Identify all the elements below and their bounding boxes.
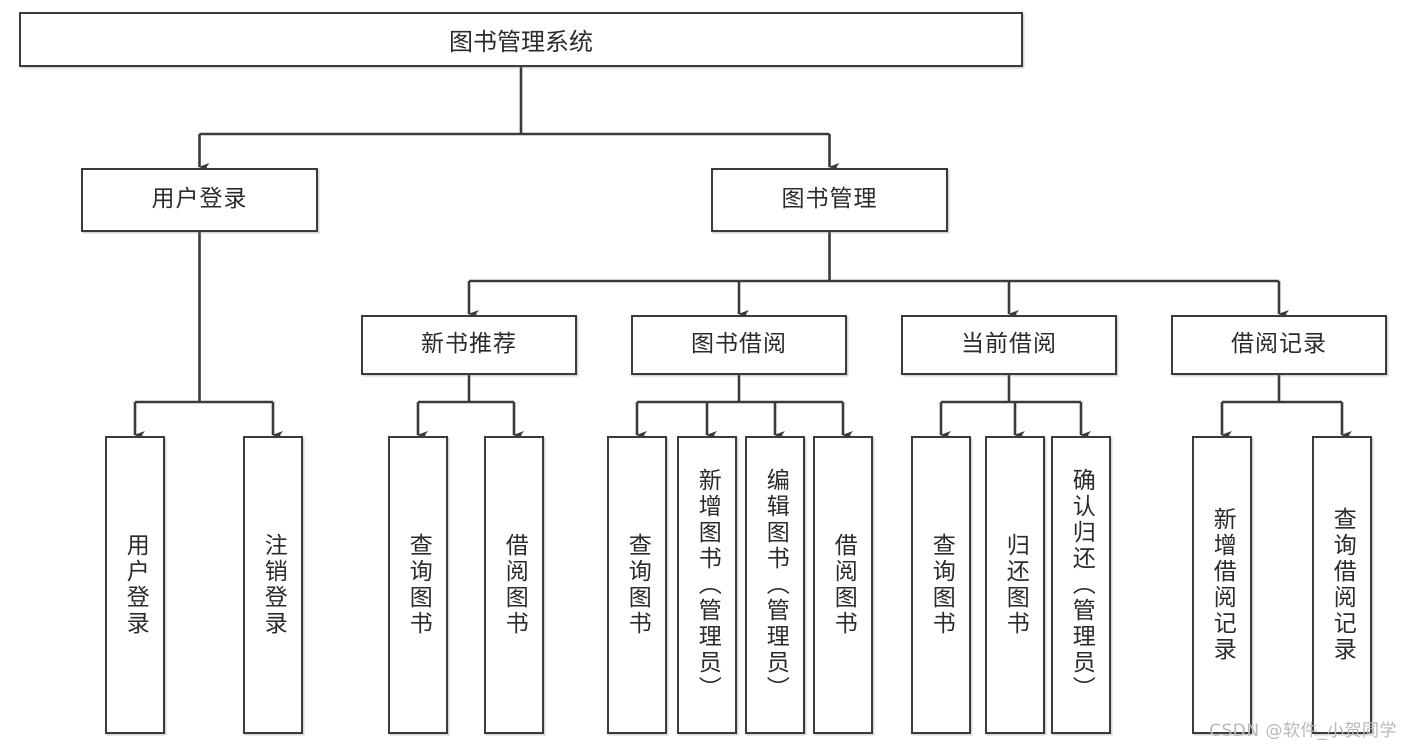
node-label: 图书管理系统 — [449, 28, 593, 56]
node-label: 图书管理 — [781, 186, 878, 213]
leaf-query-book-borrow[interactable]: 查询图书 — [607, 436, 667, 734]
node-current-borrow[interactable]: 当前借阅 — [901, 315, 1117, 375]
leaf-borrow-book[interactable]: 借阅图书 — [813, 436, 873, 734]
leaf-query-book-current[interactable]: 查询图书 — [911, 436, 971, 734]
node-user-login[interactable]: 用户登录 — [81, 168, 318, 232]
node-borrow-record[interactable]: 借阅记录 — [1171, 315, 1387, 375]
node-label: 新增图书（管理员） — [694, 468, 721, 702]
node-label: 查询图书 — [624, 533, 651, 637]
node-label: 注销登录 — [260, 533, 287, 637]
node-label: 借阅图书 — [830, 533, 857, 637]
node-label: 查询图书 — [405, 533, 432, 637]
leaf-add-book-admin[interactable]: 新增图书（管理员） — [677, 436, 737, 734]
leaf-return-book[interactable]: 归还图书 — [985, 436, 1045, 734]
node-label: 用户登录 — [122, 533, 149, 637]
node-label: 借阅记录 — [1231, 331, 1327, 358]
leaf-borrow-book-rec[interactable]: 借阅图书 — [484, 436, 544, 734]
node-label: 编辑图书（管理员） — [762, 468, 789, 702]
leaf-add-borrow-record[interactable]: 新增借阅记录 — [1192, 436, 1252, 734]
node-label: 图书借阅 — [691, 331, 787, 358]
leaf-query-book-rec[interactable]: 查询图书 — [388, 436, 448, 734]
node-label: 用户登录 — [151, 186, 248, 213]
leaf-query-borrow-record[interactable]: 查询借阅记录 — [1312, 436, 1372, 734]
node-root-system[interactable]: 图书管理系统 — [19, 12, 1023, 67]
node-label: 借阅图书 — [501, 533, 528, 637]
leaf-user-logout[interactable]: 注销登录 — [243, 436, 303, 734]
watermark-csdn: CSDN @软件_小贺同学 — [1209, 721, 1397, 741]
node-book-borrow[interactable]: 图书借阅 — [631, 315, 847, 375]
leaf-user-login[interactable]: 用户登录 — [105, 436, 165, 734]
node-label: 新增借阅记录 — [1209, 507, 1236, 663]
leaf-confirm-return-admin[interactable]: 确认归还（管理员） — [1051, 436, 1111, 734]
node-label: 新书推荐 — [421, 331, 517, 358]
node-label: 查询图书 — [928, 533, 955, 637]
node-new-book-recommend[interactable]: 新书推荐 — [361, 315, 577, 375]
node-book-management[interactable]: 图书管理 — [711, 168, 948, 232]
node-label: 当前借阅 — [961, 331, 1057, 358]
node-label: 归还图书 — [1002, 533, 1029, 637]
node-label: 查询借阅记录 — [1329, 507, 1356, 663]
node-label: 确认归还（管理员） — [1068, 468, 1095, 702]
leaf-edit-book-admin[interactable]: 编辑图书（管理员） — [745, 436, 805, 734]
